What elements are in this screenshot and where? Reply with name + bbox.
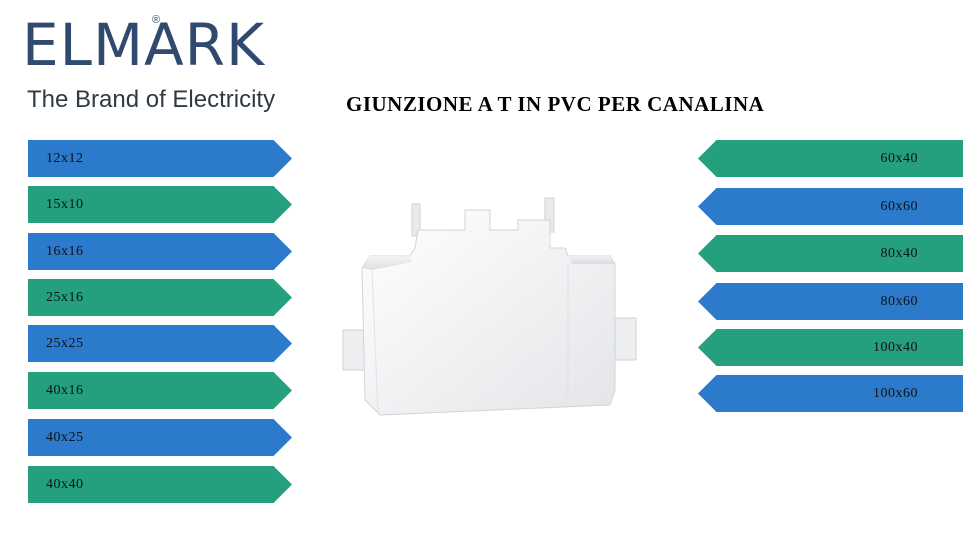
size-label: 16x16: [46, 243, 84, 259]
page-title: GIUNZIONE A T IN PVC PER CANALINA: [346, 92, 765, 116]
size-label: 100x40: [873, 339, 918, 355]
size-tag: 16x16: [28, 233, 292, 270]
size-label: 25x16: [46, 289, 84, 305]
size-label: 40x40: [46, 476, 84, 492]
size-label: 60x60: [880, 198, 918, 214]
size-tag: 12x12: [28, 140, 292, 177]
size-label: 40x25: [46, 429, 84, 445]
pvc-t-junction-icon: [340, 190, 640, 420]
size-label: 100x60: [873, 385, 918, 401]
size-tag: 40x25: [28, 419, 292, 456]
size-label: 12x12: [46, 150, 84, 166]
registered-mark: ®: [152, 14, 161, 26]
product-image: [342, 197, 637, 416]
size-tag: 15x10: [28, 186, 292, 223]
size-label: 80x40: [880, 245, 918, 261]
size-tag: 100x60: [698, 375, 963, 412]
size-label: 80x60: [880, 293, 918, 309]
size-label: 40x16: [46, 382, 84, 398]
size-tag: 60x60: [698, 188, 963, 225]
size-label: 15x10: [46, 196, 84, 212]
brand-name: ELMARK: [22, 11, 266, 79]
size-tag: 25x25: [28, 325, 292, 362]
size-label: 60x40: [880, 150, 918, 166]
size-tag: 40x40: [28, 466, 292, 503]
size-tag: 60x40: [698, 140, 963, 177]
brand-tagline: The Brand of Electricity: [27, 86, 276, 113]
size-tag: 25x16: [28, 279, 292, 316]
size-label: 25x25: [46, 335, 84, 351]
size-tag: 80x60: [698, 283, 963, 320]
size-tag: 100x40: [698, 329, 963, 366]
size-tag: 40x16: [28, 372, 292, 409]
size-tag: 80x40: [698, 235, 963, 272]
